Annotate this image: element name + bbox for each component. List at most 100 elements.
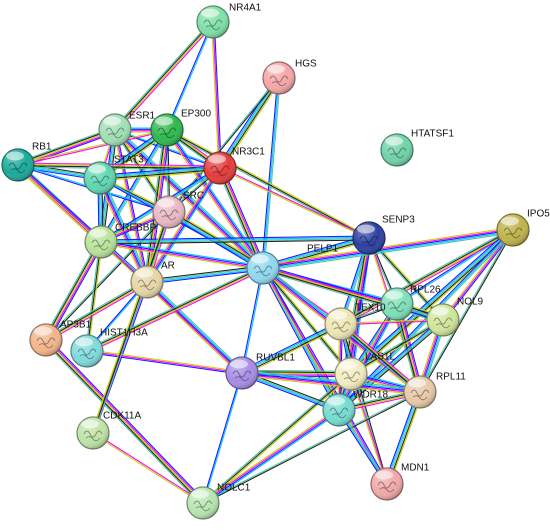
node-highlight: [329, 310, 347, 320]
edge-evidence-line: [338, 319, 444, 412]
node-ipo5[interactable]: [496, 213, 530, 247]
edge-evidence-line: [350, 229, 514, 375]
edge-evidence-line: [167, 21, 215, 131]
node-highlight: [357, 224, 375, 234]
node-highlight: [103, 116, 121, 126]
edge-evidence-line: [44, 340, 203, 505]
edge-evidence-line: [221, 78, 282, 171]
node-tex10[interactable]: [324, 307, 358, 341]
edge-evidence-line: [340, 230, 514, 326]
protein-structure-icon: [410, 389, 430, 401]
edge-evidence-line: [202, 408, 340, 503]
node-ar[interactable]: [130, 265, 164, 299]
node-highlight: [155, 116, 173, 126]
edge-evidence-line: [86, 350, 243, 374]
edge-evidence-line: [241, 369, 421, 390]
edge-EP300-RB1: [17, 128, 168, 167]
edge-evidence-line: [148, 279, 245, 372]
node-las1l[interactable]: [334, 357, 368, 391]
edge-evidence-line: [349, 373, 387, 485]
edge-evidence-line: [263, 266, 353, 374]
protein-structure-icon: [269, 75, 289, 87]
edge-NR3C1-SENP3: [219, 166, 370, 240]
node-ep300[interactable]: [150, 113, 184, 147]
edge-NR4A1-NR3C1: [211, 21, 222, 169]
edge-IPO5-NOL9: [441, 228, 515, 322]
node-label-stat3: STAT3: [114, 155, 144, 166]
edge-evidence-line: [442, 229, 514, 321]
node-ap3b1[interactable]: [29, 323, 63, 357]
edge-evidence-line: [114, 21, 215, 132]
edge-evidence-line: [45, 280, 148, 340]
node-highlight: [89, 228, 107, 238]
edge-evidence-line: [202, 410, 340, 505]
node-mdn1[interactable]: [370, 467, 404, 501]
edge-evidence-line: [201, 372, 351, 503]
edge-evidence-line: [242, 325, 343, 376]
node-label-nr4a1: NR4A1: [229, 3, 262, 14]
edge-evidence-line: [100, 235, 370, 241]
edge-evidence-line: [262, 226, 514, 266]
edge-evidence-line: [45, 241, 102, 341]
node-src[interactable]: [152, 195, 186, 229]
edge-evidence-line: [100, 239, 264, 267]
node-nol9[interactable]: [426, 303, 460, 337]
node-label-ar: AR: [161, 261, 175, 272]
node-nr3c1[interactable]: [203, 151, 237, 185]
protein-structure-icon: [253, 265, 273, 277]
edge-evidence-line: [45, 211, 171, 342]
protein-structure-icon: [377, 481, 397, 493]
edge-evidence-line: [165, 21, 213, 131]
edge-NOL9-TEX10: [340, 318, 444, 326]
node-nr4a1[interactable]: [196, 5, 230, 39]
node-label-pelp1: PELP1: [307, 244, 339, 255]
edge-evidence-line: [262, 230, 514, 270]
node-esr1[interactable]: [98, 113, 132, 147]
node-highlight: [501, 216, 519, 226]
protein-structure-icon: [159, 209, 179, 221]
protein-structure-icon: [137, 279, 157, 291]
node-htatsf1[interactable]: [380, 133, 414, 167]
edge-evidence-line: [87, 241, 103, 352]
edge-evidence-line: [218, 167, 263, 270]
edge-evidence-line: [47, 337, 206, 502]
edge-evidence-line: [99, 164, 221, 176]
node-hgs[interactable]: [262, 61, 296, 95]
edge-evidence-line: [262, 77, 280, 269]
edge-evidence-line: [17, 129, 116, 166]
node-hist1h3a[interactable]: [70, 334, 104, 368]
protein-structure-icon: [210, 165, 230, 177]
node-wdr18[interactable]: [322, 393, 356, 427]
edge-evidence-line: [18, 163, 149, 282]
node-highlight: [201, 8, 219, 18]
node-cdk11a[interactable]: [76, 416, 110, 450]
node-rpl11[interactable]: [403, 375, 437, 409]
edge-evidence-line: [219, 77, 280, 169]
edge-evidence-line: [113, 20, 214, 131]
edge-evidence-line: [261, 270, 443, 324]
edge-evidence-line: [340, 318, 444, 324]
node-rpl26[interactable]: [380, 287, 414, 321]
edge-evidence-line: [262, 236, 370, 268]
node-senp3[interactable]: [352, 221, 386, 255]
node-rb1[interactable]: [1, 148, 35, 182]
node-ruvbl1[interactable]: [225, 356, 259, 390]
node-stat3[interactable]: [83, 161, 117, 195]
node-pelp1[interactable]: [246, 251, 280, 285]
edge-CREBBP-AP3B1: [43, 240, 104, 342]
edge-evidence-line: [96, 178, 146, 284]
node-nolc1[interactable]: [186, 486, 220, 520]
protein-structure-icon: [83, 430, 103, 442]
node-highlight: [339, 360, 357, 370]
edge-IPO5-RPL11: [418, 229, 515, 393]
node-crebbp[interactable]: [84, 225, 118, 259]
protein-structure-icon: [341, 371, 361, 383]
edge-evidence-line: [167, 129, 265, 269]
edge-evidence-line: [99, 167, 221, 179]
edge-evidence-line: [100, 242, 264, 270]
edge-evidence-line: [146, 265, 264, 281]
edge-evidence-line: [348, 227, 512, 373]
edge-evidence-line: [99, 170, 221, 182]
edge-evidence-line: [219, 167, 264, 269]
edge-evidence-line: [202, 390, 421, 503]
